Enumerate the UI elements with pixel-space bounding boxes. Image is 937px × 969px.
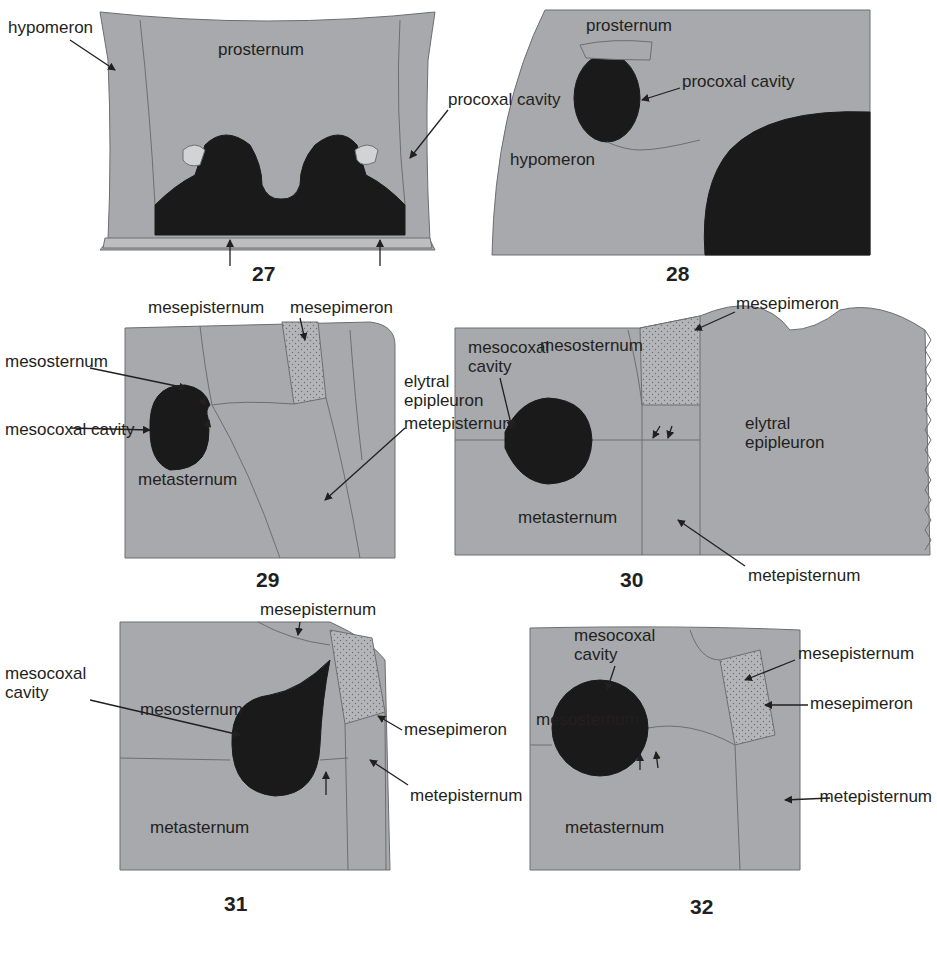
figure-number: 28 [666, 262, 689, 286]
part-label: metepisternum [748, 566, 860, 585]
part-label: mesocoxal cavity [5, 420, 134, 439]
part-label: mesosternum [140, 700, 243, 719]
figure-number: 29 [256, 568, 279, 592]
part-label: mesosternum [540, 336, 643, 355]
part-label: mesepisternum [798, 644, 914, 663]
part-label: elytral epipleuron [745, 414, 845, 452]
part-label: mesosternum [536, 710, 639, 729]
part-label: elytral epipleuron [404, 372, 504, 410]
part-label: mesepimeron [290, 298, 393, 317]
part-label: metepisternum [404, 414, 516, 433]
figure-number: 31 [224, 892, 247, 916]
figure-number: 30 [620, 568, 643, 592]
part-label: mesepimeron [736, 294, 839, 313]
part-label: metasternum [150, 818, 249, 837]
part-label: prosternum [218, 40, 304, 59]
part-label: procoxal cavity [682, 72, 794, 91]
figure-number: 32 [690, 895, 713, 919]
part-label: metepisternum [820, 787, 932, 806]
part-label: mesepimeron [810, 694, 913, 713]
part-label: metasternum [565, 818, 664, 837]
part-label: prosternum [586, 16, 672, 35]
part-label: procoxal cavity [448, 90, 560, 109]
part-label: mesocoxal cavity [5, 664, 105, 702]
part-label: mesepisternum [260, 600, 376, 619]
figure-number: 27 [252, 262, 275, 286]
part-label: mesepimeron [404, 720, 507, 739]
part-label: hypomeron [8, 18, 93, 37]
part-label: metasternum [518, 508, 617, 527]
part-label: hypomeron [510, 150, 595, 169]
part-label: mesosternum [5, 352, 108, 371]
part-label: mesocoxal cavity [574, 626, 674, 664]
part-label: metasternum [138, 470, 237, 489]
part-label: metepisternum [410, 786, 522, 805]
part-label: mesepisternum [148, 298, 264, 317]
